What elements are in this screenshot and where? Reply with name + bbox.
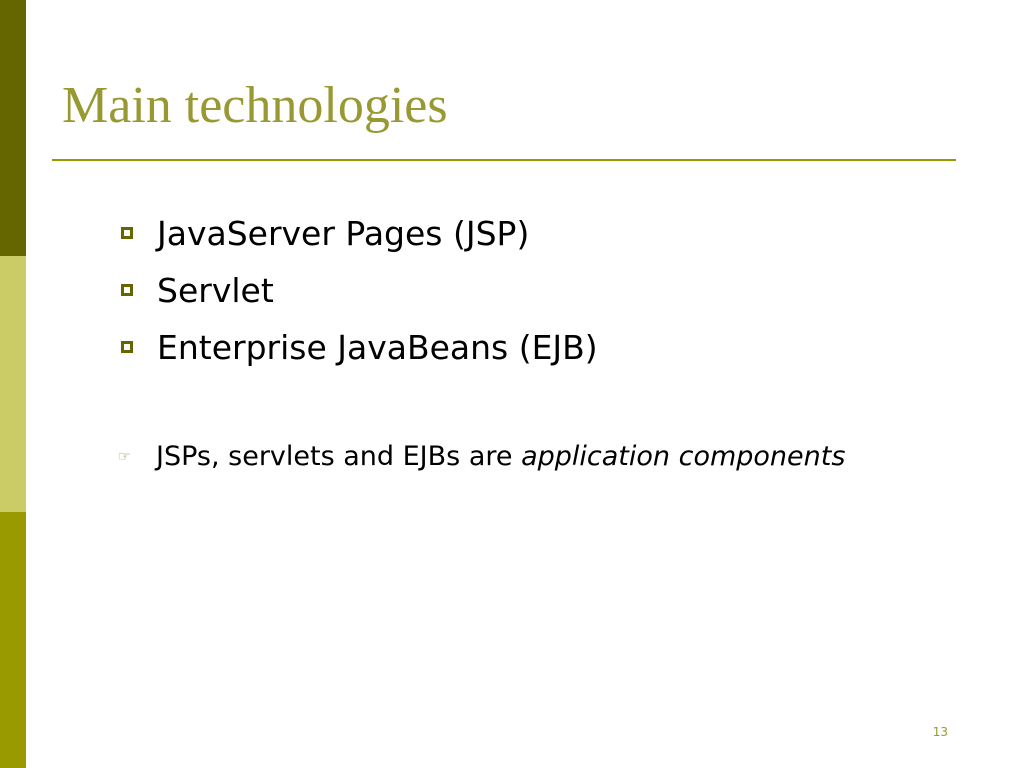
- sidebar-band-olive: [0, 512, 26, 768]
- note-text: JSPs, servlets and EJBs are application …: [156, 436, 856, 477]
- title-underline-rule: [52, 159, 956, 161]
- sidebar-accent-bar: [0, 0, 26, 768]
- square-bullet-icon: [121, 227, 133, 239]
- sidebar-band-dark: [0, 0, 26, 256]
- bullet-text: JavaServer Pages (JSP): [157, 214, 530, 253]
- slide-number: 13: [932, 725, 948, 739]
- note-text-plain: JSPs, servlets and EJBs are: [156, 441, 522, 472]
- slide-title: Main technologies: [62, 77, 448, 134]
- pointing-hand-icon: ☞: [118, 449, 131, 465]
- sidebar-band-light: [0, 256, 26, 512]
- square-bullet-icon: [121, 284, 133, 296]
- bullet-text: Servlet: [157, 271, 274, 310]
- square-bullet-icon: [121, 341, 133, 353]
- note-text-emphasis: application components: [521, 441, 846, 472]
- bullet-text: Enterprise JavaBeans (EJB): [157, 328, 598, 367]
